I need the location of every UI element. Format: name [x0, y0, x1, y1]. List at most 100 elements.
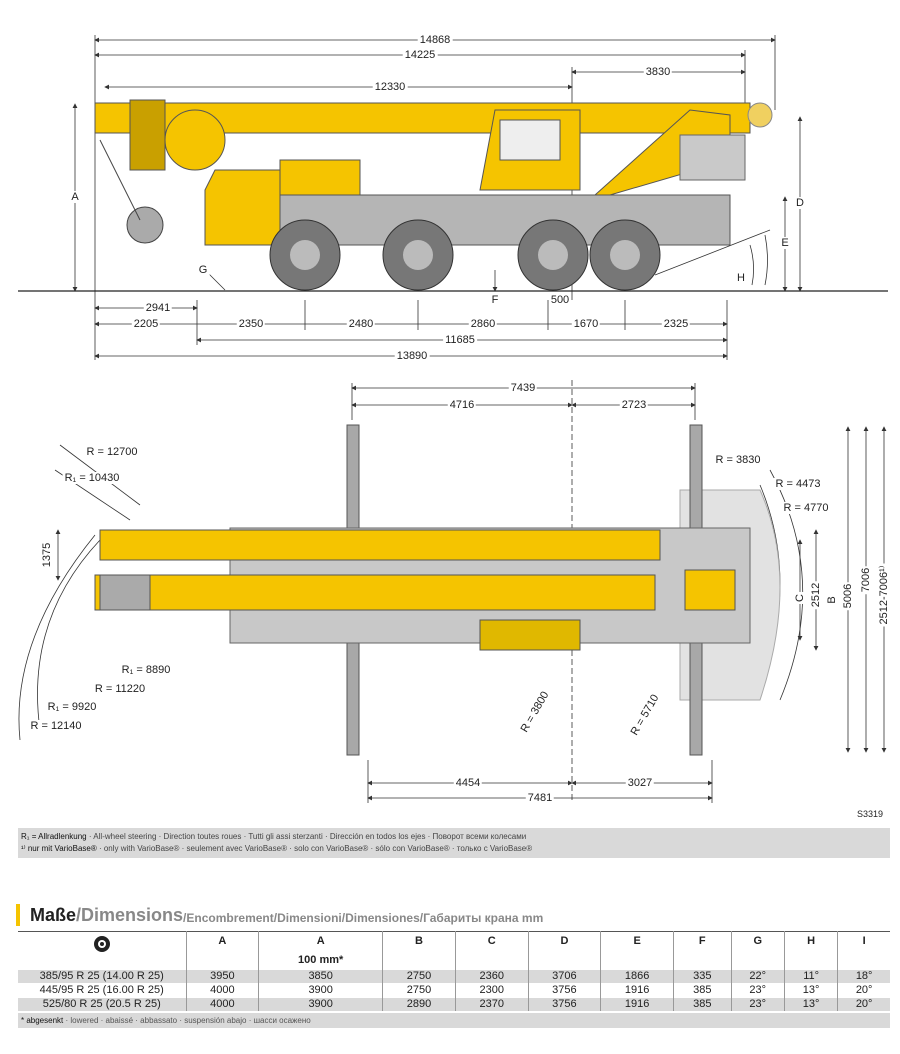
radius-10430: R₁ = 10430 [62, 472, 122, 484]
dim-1375: 1375 [41, 540, 53, 570]
dim-length-14225: 14225 [402, 49, 438, 61]
dim-11685: 11685 [443, 334, 477, 346]
label-B: B [826, 594, 838, 606]
table-cell: 3850 [258, 969, 383, 984]
tyre-size: 445/95 R 25 (16.00 R 25) [39, 984, 164, 996]
dim-5006: 5006 [842, 581, 854, 611]
table-cell: 23° [730, 997, 785, 1011]
crane-top-view [94, 424, 781, 756]
dim-2941: 2941 [143, 302, 173, 314]
note-key: R₁ = Allradlenkung [21, 832, 87, 841]
radius-12700: R = 12700 [84, 446, 140, 458]
label-A: A [69, 191, 81, 203]
table-cell: 3900 [258, 997, 383, 1011]
dim-3027: 3027 [625, 777, 655, 789]
table-cell: 2750 [382, 969, 456, 984]
dim-axle: 2325 [661, 318, 691, 330]
section-title: Maße /Dimensions /Encombrement/Dimension… [16, 904, 543, 926]
dim-variobase: 2512-7006¹⁾ [878, 563, 890, 627]
crane-side-view [94, 99, 773, 291]
table-cell: 2890 [382, 997, 456, 1011]
table-cell: 2360 [454, 969, 529, 984]
col-A-lowered: A 100 mm* [258, 931, 383, 970]
label-F: F [489, 294, 501, 306]
table-cell: 20° [837, 983, 890, 998]
col-H: H [783, 931, 838, 970]
table-wrapper: A A 100 mm* B C D E F G H I 385/95 R 25 (… [18, 931, 890, 1028]
dim-axle: 2480 [346, 318, 376, 330]
table-cell: 4000 [185, 997, 259, 1011]
dim-500: 500 [548, 294, 572, 306]
drawing-number: S3319 [854, 808, 886, 820]
label-H: H [735, 272, 747, 284]
col-F: F [672, 931, 732, 970]
dimensions-table: A A 100 mm* B C D E F G H I 385/95 R 25 (… [18, 931, 890, 1011]
title-de: Maße [30, 905, 77, 925]
legend-notes: R₁ = Allradlenkung · All-wheel steering … [18, 828, 890, 858]
note-text: · only with VarioBase® · seulement avec … [96, 844, 533, 853]
dim-2512: 2512 [810, 580, 822, 610]
col-A2-sub: 100 mm* [298, 954, 344, 966]
table-footnote: * abgesenkt · lowered · abaissé · abbass… [18, 1013, 890, 1028]
label-E: E [779, 237, 791, 249]
radius-9920: R₁ = 9920 [45, 701, 99, 713]
dim-13890: 13890 [394, 350, 430, 362]
label-C: C [794, 592, 806, 604]
col-G: G [730, 931, 785, 970]
dim-7439: 7439 [508, 382, 538, 394]
table-cell: 13° [783, 997, 838, 1011]
col-E: E [600, 931, 674, 970]
title-rest: /Encombrement/Dimensioni/Dimensiones/Габ… [183, 911, 544, 925]
table-cell: 3706 [527, 969, 601, 984]
table-cell: 335 [672, 969, 732, 984]
table-cell: 18° [837, 969, 890, 984]
dim-overall-length: 14868 [417, 34, 453, 46]
table-cell: 20° [837, 997, 890, 1011]
table-cell: 1866 [600, 969, 674, 984]
crane-drawing [18, 35, 888, 803]
dim-3830: 3830 [643, 66, 673, 78]
table-cell: 11° [783, 969, 838, 984]
table-cell: 13° [783, 983, 838, 998]
dim-axle: 2350 [236, 318, 266, 330]
table-cell: 385 [672, 983, 732, 998]
dim-axle: 1670 [571, 318, 601, 330]
col-B: B [382, 931, 456, 970]
radius-11220: R = 11220 [92, 683, 148, 695]
radius-8890: R₁ = 8890 [119, 664, 173, 676]
table-cell: 3950 [185, 969, 259, 984]
radius-3830: R = 3830 [713, 454, 763, 466]
footnote-key: * abgesenkt [21, 1016, 64, 1025]
note-text: · All-wheel steering · Direction toutes … [86, 832, 527, 841]
table-cell: 22° [730, 969, 785, 984]
note-key: ¹⁾ nur mit VarioBase® [21, 844, 97, 853]
label-G: G [196, 264, 210, 276]
table-cell: 1916 [600, 997, 674, 1011]
dim-7006: 7006 [860, 565, 872, 595]
dim-4716: 4716 [447, 399, 477, 411]
table-cell: 3756 [527, 983, 601, 998]
table-cell: 2370 [454, 997, 529, 1011]
col-D: D [527, 931, 601, 970]
table-cell: 3900 [258, 983, 383, 998]
dim-2723: 2723 [619, 399, 649, 411]
footnote-text: · lowered · abaissé · abbassato · suspen… [63, 1016, 311, 1025]
title-en: /Dimensions [76, 905, 184, 925]
table-cell: 2750 [382, 983, 456, 998]
col-C: C [454, 931, 529, 970]
table-cell: 1916 [600, 983, 674, 998]
table-cell: 385 [672, 997, 732, 1011]
dim-12330: 12330 [372, 81, 408, 93]
table-cell: 4000 [185, 983, 259, 998]
radius-4770: R = 4770 [781, 502, 831, 514]
dim-4454: 4454 [453, 777, 483, 789]
col-I: I [837, 931, 890, 970]
label-D: D [794, 197, 806, 209]
table-cell: 3756 [527, 997, 601, 1011]
col-A2-label: A [316, 935, 325, 947]
dim-7481: 7481 [525, 792, 555, 804]
radius-4473: R = 4473 [773, 478, 823, 490]
